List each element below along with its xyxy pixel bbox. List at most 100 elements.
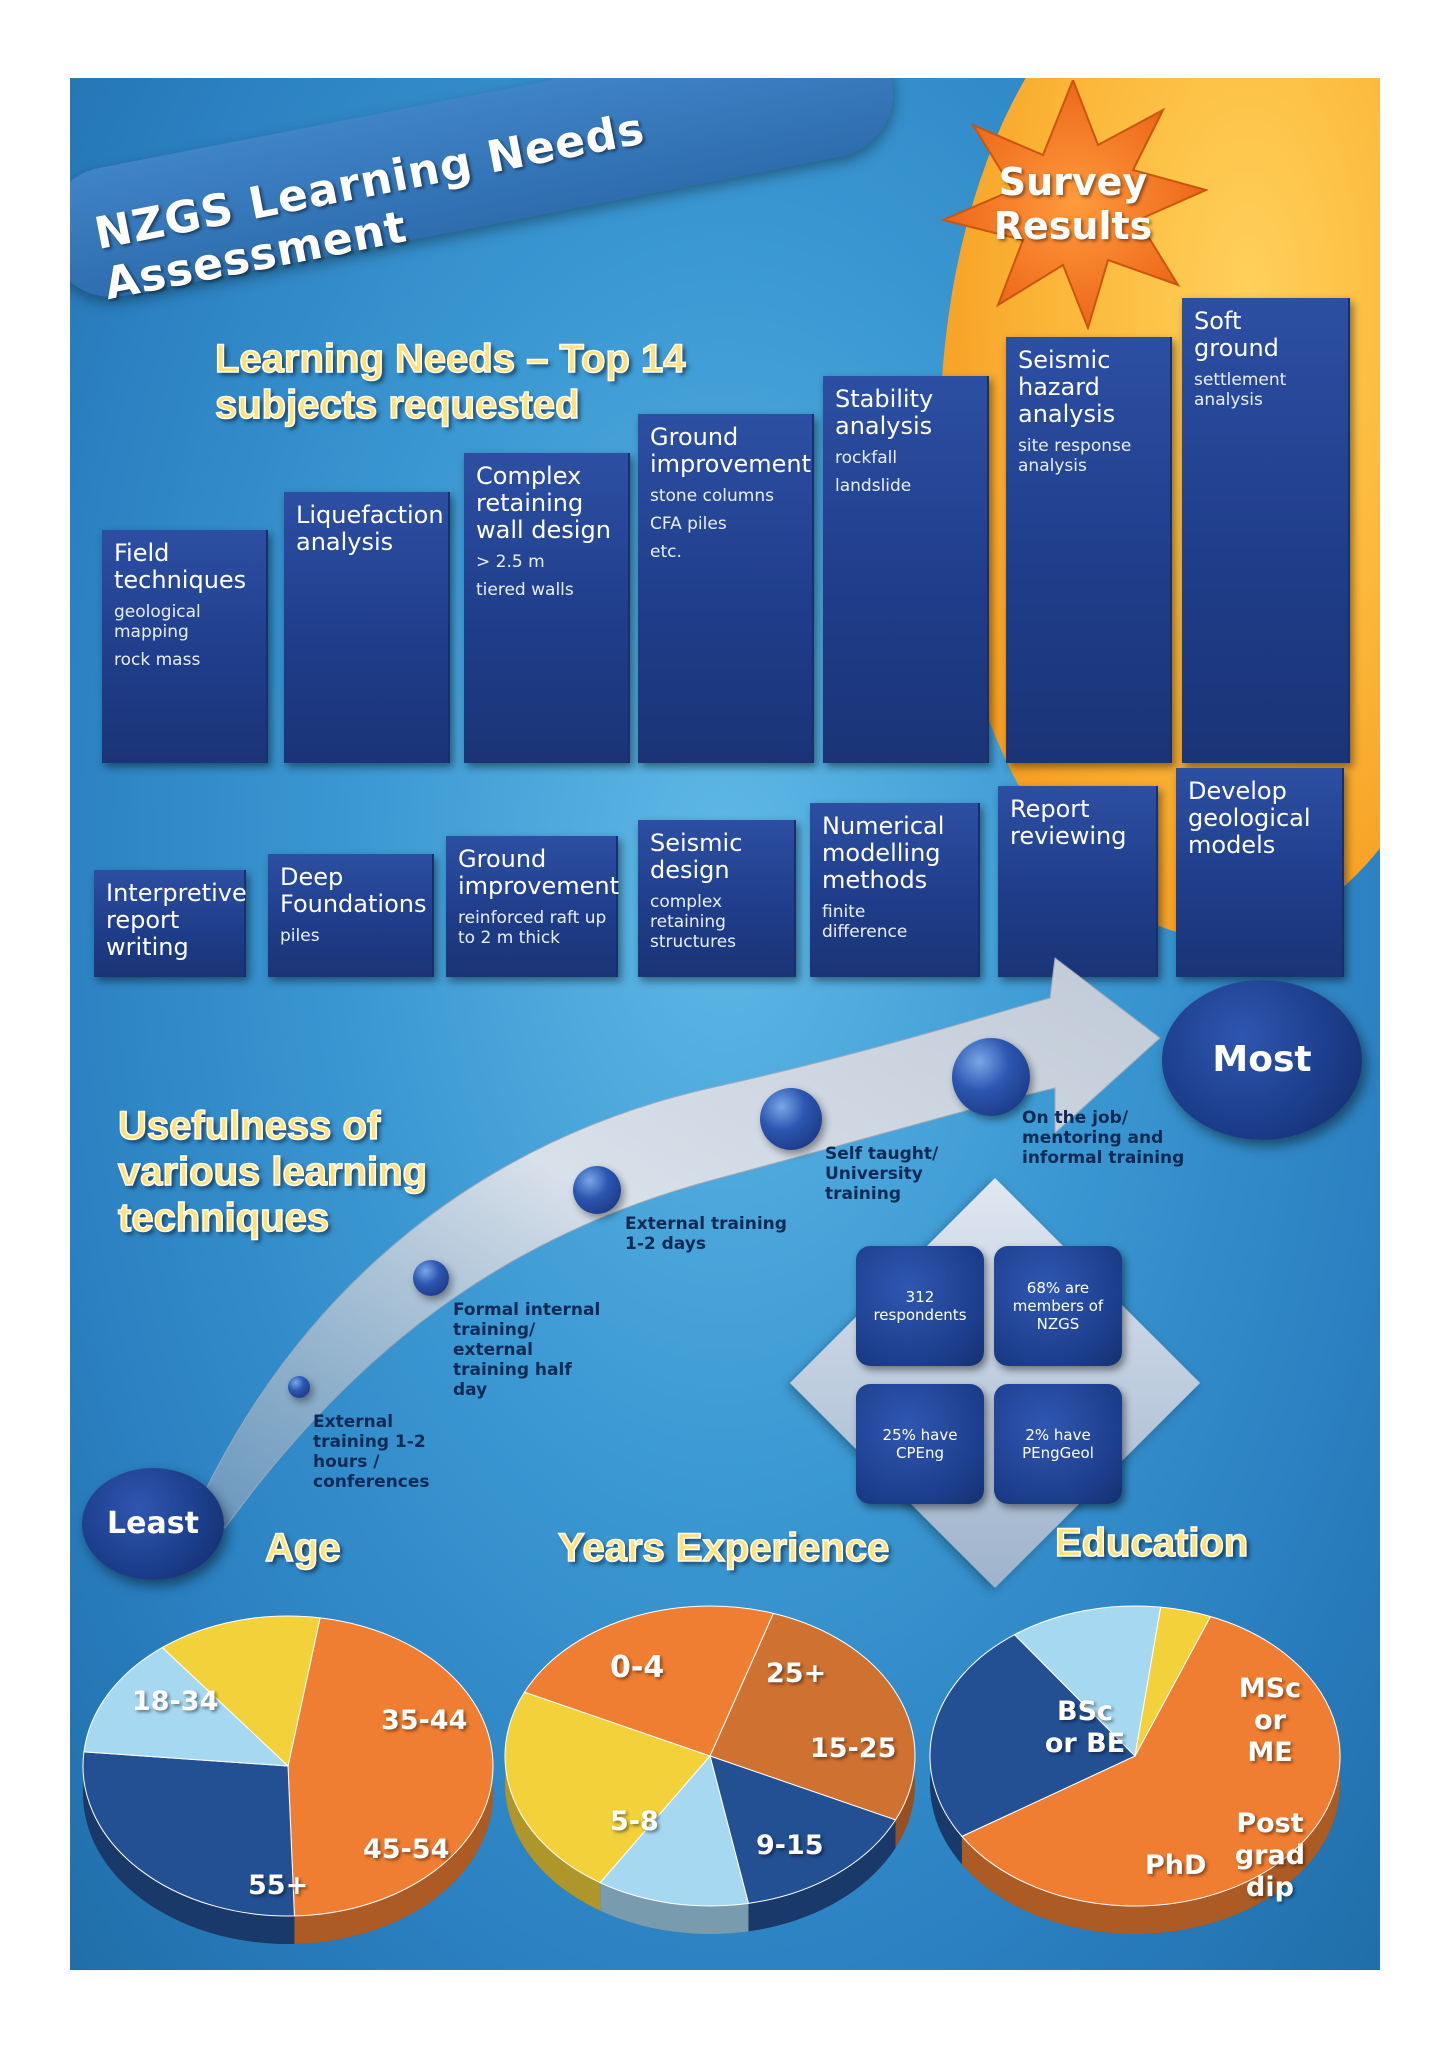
pie-slice-bsc-or-be: [961, 1615, 1341, 1907]
subject-title-line: Report: [1010, 795, 1090, 823]
subject-title-line: reviewing: [1010, 822, 1127, 850]
step-2-line: day: [453, 1380, 488, 1400]
age-label-55plus: 55+: [248, 1870, 309, 1901]
stat-line: 312: [905, 1288, 935, 1306]
stat-line: members of: [1012, 1297, 1104, 1315]
star-badge-icon: [939, 80, 1208, 330]
subject-title-line: Soft: [1194, 307, 1242, 335]
step-5-line: On the job/: [1022, 1108, 1129, 1128]
step-4-line: Self taught/: [825, 1144, 939, 1164]
subject-title-line: Develop: [1188, 777, 1287, 805]
stat-line: respondents: [873, 1306, 967, 1324]
usefulness-title-line-1: Usefulness of: [117, 1103, 381, 1149]
subject-title-line: Seismic: [1018, 346, 1111, 374]
badge-line-2: Results: [993, 204, 1153, 248]
subject-detail-line: analysis: [1018, 456, 1087, 476]
learning-needs-title-line-1: Learning Needs – Top 14: [214, 336, 686, 382]
subject-detail-line: CFA piles: [650, 514, 727, 534]
age-label-18-34: 18-34: [132, 1686, 219, 1717]
step-label-1: External training 1-2 hours / conference…: [313, 1412, 430, 1492]
subject-title-line: Interpretive: [106, 879, 247, 907]
usefulness-title: Usefulness of various learning technique…: [117, 1103, 427, 1241]
subject-detail: piles: [280, 926, 424, 946]
step-4-line: training: [825, 1184, 902, 1204]
edu-bsc-line: BSc: [1056, 1696, 1114, 1727]
pie-slice-9-15: [504, 1691, 711, 1884]
exp-label-5-8: 5-8: [610, 1806, 659, 1837]
subject-detail-line: > 2.5 m: [476, 552, 545, 572]
pie-slice-5-8: [523, 1605, 775, 1757]
subject-detail-line: reinforced raft up: [458, 908, 607, 928]
subject-title-line: techniques: [114, 566, 247, 594]
pie-slice-55-: [161, 1615, 321, 1767]
subject-detail-line: retaining: [650, 912, 726, 932]
subject-title-line: methods: [822, 866, 928, 894]
step-orb-3: [573, 1166, 621, 1214]
subject-title-line: Field: [114, 539, 170, 567]
subject-detail-line: landslide: [835, 476, 912, 496]
subject-detail-line: etc.: [650, 542, 682, 562]
subject-title-line: analysis: [835, 412, 933, 440]
edu-pg-line-1: Post: [1236, 1808, 1304, 1839]
exp-label-9-15: 9-15: [756, 1830, 824, 1861]
subject-detail-line: rockfall: [835, 448, 898, 468]
subject-title-line: hazard: [1018, 373, 1100, 401]
subject-title-line: improvement: [458, 872, 620, 900]
subject-title-line: report: [106, 906, 180, 934]
survey-results-badge: Survey Results: [938, 160, 1208, 248]
subject-title-line: Complex: [476, 462, 582, 490]
edu-label-phd: PhD: [1145, 1850, 1207, 1881]
subject-detail: > 2.5 m: [476, 552, 620, 572]
education-chart-title: Education: [1054, 1520, 1249, 1566]
step-5-line: informal training: [1022, 1148, 1185, 1168]
subject-title-line: modelling: [822, 839, 941, 867]
most-orb: Most: [1162, 980, 1362, 1140]
pie-slice-phd: [1134, 1606, 1212, 1757]
edu-msc-line-3: ME: [1247, 1737, 1293, 1768]
age-pie: [82, 1615, 494, 1945]
age-label-35-44: 35-44: [381, 1705, 468, 1736]
subject-detail-line: difference: [822, 922, 908, 942]
subject-detail-line: site response: [1018, 436, 1132, 456]
pie-charts: [82, 1605, 1341, 1945]
exp-label-0-4: 0-4: [610, 1650, 665, 1685]
subject-detail-line: finite: [822, 902, 866, 922]
stat-line: NZGS: [1036, 1315, 1080, 1333]
subject-title-line: improvement: [650, 450, 812, 478]
edu-pg-line-2: grad: [1234, 1840, 1306, 1871]
pie-slice-15-25: [599, 1754, 750, 1907]
exp-label-25plus: 25+: [766, 1658, 827, 1689]
subject-title-line: analysis: [1018, 400, 1116, 428]
pie-slice-35-44: [82, 1751, 295, 1917]
age-label-45-54: 45-54: [363, 1834, 450, 1865]
step-3-line: External training: [625, 1214, 787, 1234]
step-1-line: External: [313, 1412, 394, 1432]
step-1-line: conferences: [313, 1472, 430, 1492]
subject-title-line: Liquefaction: [296, 501, 444, 529]
learning-needs-title-line-2: subjects requested: [214, 382, 580, 428]
stat-line: 68% are: [1026, 1279, 1090, 1297]
education-pie: [929, 1605, 1341, 1935]
step-orb-4: [760, 1088, 822, 1150]
exp-label-15-25: 15-25: [810, 1733, 897, 1764]
least-orb: Least: [82, 1468, 224, 1580]
subject-title-line: Stability: [835, 385, 934, 413]
edu-bsc-line-2: or BE: [1044, 1728, 1126, 1759]
